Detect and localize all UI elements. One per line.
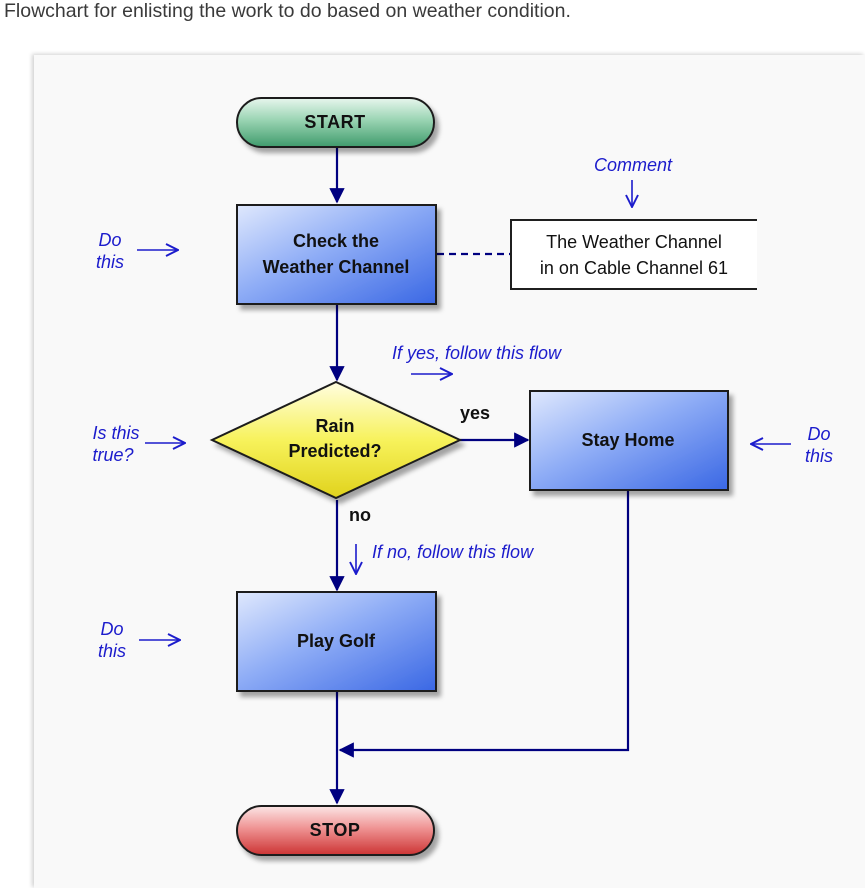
check-weather-label-line1: Check the (293, 231, 379, 251)
process-stay-home: Stay Home (529, 390, 729, 491)
stay-home-label: Stay Home (581, 430, 674, 450)
figure-caption: Flowchart for enlisting the work to do b… (4, 0, 571, 22)
annotation-do-this-stayhome: Do this (751, 424, 833, 466)
stop-terminal: STOP (236, 805, 435, 856)
annotation-do: Do (807, 424, 830, 444)
decision-label-line1: Rain (315, 416, 354, 436)
decision-rain-predicted: Rain Predicted? (209, 380, 463, 500)
process-check-weather: Check the Weather Channel (236, 204, 437, 305)
annotation-is-this: Is this (92, 423, 139, 443)
start-label: START (304, 112, 365, 132)
annotation-this: this (805, 446, 833, 466)
no-branch-label: no (349, 505, 371, 525)
stop-label: STOP (310, 820, 361, 840)
comment-heading: Comment (594, 155, 673, 175)
annotation-true: true? (92, 445, 133, 465)
yes-flow-annotation: If yes, follow this flow (392, 343, 562, 363)
annotation-do: Do (100, 619, 123, 639)
annotation-is-this-true: Is this true? (92, 423, 185, 465)
decision-label-line2: Predicted? (288, 441, 381, 461)
annotation-do-this-golf: Do this (98, 619, 180, 661)
yes-branch-label: yes (460, 403, 490, 423)
comment-text-line2: in on Cable Channel 61 (540, 258, 728, 278)
comment-text-line1: The Weather Channel (546, 232, 722, 252)
play-golf-label: Play Golf (297, 631, 376, 651)
process-play-golf: Play Golf (236, 591, 437, 692)
annotation-this: this (96, 252, 124, 272)
annotation-do: Do (98, 230, 121, 250)
annotation-do-this-check: Do this (96, 230, 178, 272)
no-flow-annotation: If no, follow this flow (372, 542, 534, 562)
check-weather-label-line2: Weather Channel (263, 257, 410, 277)
connector-stayhome-merge (338, 491, 630, 758)
annotation-this: this (98, 641, 126, 661)
comment-box: The Weather Channel in on Cable Channel … (510, 219, 757, 290)
start-terminal: START (236, 97, 435, 148)
